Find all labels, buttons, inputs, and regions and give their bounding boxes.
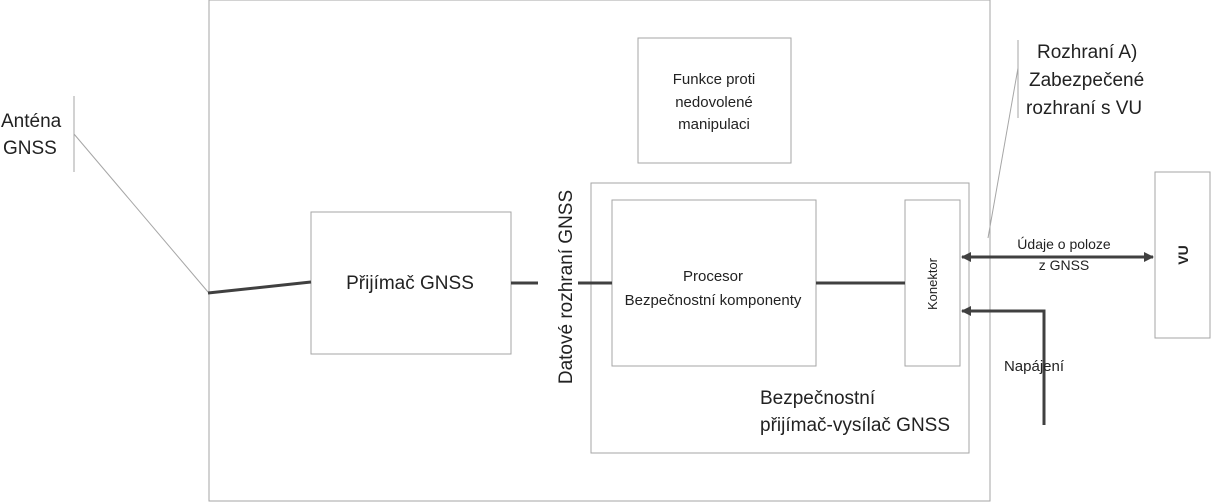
anti-tamper-label-line2: nedovolené	[675, 94, 753, 111]
connector-label: Konektor	[925, 257, 940, 310]
interface-a-label-line2: Zabezpečené	[1029, 70, 1144, 91]
data-interface-label: Datové rozhraní GNSS	[556, 190, 577, 384]
anti-tamper-box	[637, 37, 792, 164]
antenna-label-line1: Anténa	[1, 111, 62, 132]
interface-a-label-line3: rozhraní s VU	[1026, 98, 1142, 119]
interface-a-label-line1: Rozhraní A)	[1037, 42, 1137, 63]
gnss-receiver-label: Přijímač GNSS	[346, 273, 474, 294]
secure-transceiver-box	[590, 182, 970, 454]
anti-tamper-label-line1: Funkce proti	[673, 71, 756, 88]
power-label: Napájení	[1004, 358, 1065, 375]
vu-box	[1154, 171, 1211, 339]
processor-label-line1: Procesor	[683, 268, 743, 285]
position-data-label-line2: z GNSS	[1039, 257, 1090, 273]
interface-a-leader-line	[987, 67, 1019, 239]
transceiver-label-line2: přijímač-vysílač GNSS	[760, 415, 950, 436]
processor-label-line2: Bezpečnostní komponenty	[625, 292, 802, 309]
outer-enclosure-box	[208, 0, 991, 502]
antenna-label-line2: GNSS	[3, 138, 57, 159]
antenna-cable-line	[207, 280, 312, 295]
power-supply-arrow	[961, 306, 1046, 425]
anti-tamper-label-line3: manipulaci	[678, 116, 750, 133]
position-data-label-line1: Údaje o poloze	[1017, 236, 1111, 252]
antenna-leader-line	[73, 133, 209, 293]
vu-label: VU	[1175, 245, 1191, 264]
transceiver-label-line1: Bezpečnostní	[760, 388, 876, 409]
